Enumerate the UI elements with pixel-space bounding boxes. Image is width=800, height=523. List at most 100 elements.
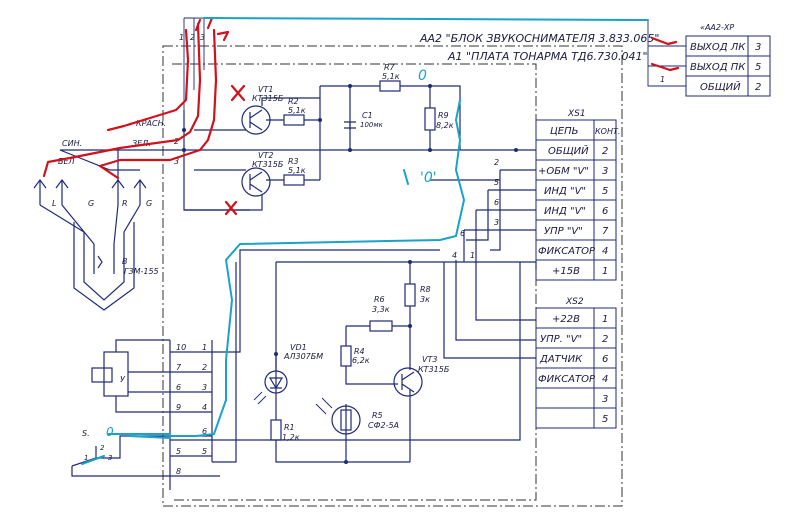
xs1-header-name: ЦЕПЬ [550, 126, 578, 137]
tap-4: 4 [452, 251, 457, 260]
switch-num-3: 3 [108, 454, 112, 462]
r4-val: 6,2к [352, 356, 370, 365]
rnum-4: 4 [202, 403, 207, 412]
xs1-row-3-pin: 5 [602, 186, 608, 197]
xs2-row-1-name: +22В [552, 314, 580, 325]
vd1-val: АЛ307БМ [283, 352, 323, 361]
r9-val: 8,2к [436, 121, 454, 130]
r3-body [283, 174, 305, 186]
lnum-7: 7 [176, 363, 182, 372]
vt1-ref: VT1 [258, 85, 273, 94]
xs1-row-4-pin: 6 [602, 206, 608, 217]
hand-o1: 0 [418, 68, 427, 84]
aa2-block-border [162, 45, 623, 507]
lnum-9: 9 [176, 403, 181, 412]
r9-ref: R9 [438, 111, 449, 120]
r8-ref: R8 [420, 285, 431, 294]
xs1-row-6-name: ФИКСАТОР [538, 246, 596, 257]
transistor-vt1 [241, 105, 271, 135]
top-num-3: 3 [200, 33, 205, 42]
xs1-title: XS1 [567, 109, 586, 119]
xp-row-1-name: ВЫХОД ЛК [690, 42, 746, 53]
left-terminal-block: 10 7 6 9 5 8 1 2 3 4 6 5 У S. 2 1 3 [71, 249, 440, 490]
xs2-row-4-pin: 4 [602, 374, 608, 385]
xs1-row-2-pin: 3 [602, 166, 608, 177]
r8-val: 3к [420, 295, 430, 304]
connector-xs2: XS2 +22В 1 УПР. "V" 2 ДАТЧИК 6 ФИКСАТОР … [535, 297, 617, 429]
rnum-3: 3 [202, 383, 207, 392]
b-ref: В [122, 257, 128, 266]
vt3-ref: VT3 [422, 355, 437, 364]
switch-num-1: 1 [84, 454, 88, 462]
r6-val: 3,3к [372, 305, 390, 314]
wire-green: ЗЕЛ. [132, 139, 151, 148]
hand-o2: '0' [420, 170, 437, 186]
top-num-2: 2 [190, 33, 195, 42]
xp-row-3-pin: 2 [755, 82, 761, 93]
r3-ref: R3 [288, 157, 299, 166]
xs2-title: XS2 [565, 297, 584, 307]
rnum-1: 1 [202, 343, 207, 352]
r6-ref: R6 [374, 295, 385, 304]
xp-row-3-name: ОБЩИЙ [700, 80, 741, 93]
relay-label: У [120, 375, 126, 384]
xs1-node-2: 2 [494, 158, 499, 167]
r2-ref: R2 [288, 97, 299, 106]
xs1-row-4-name: ИНД "V" [544, 206, 586, 217]
r4-body [340, 345, 352, 367]
r3-val: 5,1к [288, 166, 306, 175]
r8-body [404, 283, 416, 307]
rnum-5: 5 [202, 447, 207, 456]
pin-g1: G [88, 199, 94, 208]
a1-block-border [172, 63, 537, 501]
xs1-header-pin: КОНТ. [595, 127, 620, 136]
rnum-2: 2 [202, 363, 207, 372]
xs1-row-3-name: ИНД "V" [544, 186, 586, 197]
transistor-vt3 [393, 367, 423, 397]
xs2-row-1-pin: 1 [602, 314, 608, 325]
lnum-10: 10 [176, 343, 186, 352]
aa2-title: АА2 "БЛОК ЗВУКОСНИМАТЕЛЯ 3.833.065" [419, 32, 659, 45]
wire-red: КРАСН. [136, 119, 166, 128]
xs2-row-4-name: ФИКСАТОР [538, 374, 596, 385]
vd1-ref: VD1 [290, 343, 307, 352]
xs1-row-5-name: УПР "V" [544, 226, 583, 237]
node-3: 3 [174, 157, 179, 166]
r1-ref: R1 [284, 423, 295, 432]
a1-title: А1 "ПЛАТА ТОНАРМА ТД6.730.041" [447, 50, 648, 63]
xs2-row-3-name: ДАТЧИК [539, 354, 583, 365]
vt2-ref: VT2 [258, 151, 273, 160]
xs2-row-2-pin: 2 [602, 334, 608, 345]
tap-6: 6 [460, 229, 465, 238]
wiring [60, 85, 537, 463]
xs1-node-3: 3 [494, 218, 499, 227]
resistors [270, 80, 436, 441]
r2-body [283, 114, 305, 126]
top-num-1: 1 [179, 33, 184, 42]
r7-body [379, 80, 401, 92]
c1-val: 100мк [360, 121, 384, 129]
r4-ref: R4 [354, 347, 365, 356]
xs1-row-1-name: ОБЩИЙ [548, 144, 589, 157]
vt3-type: КТ315Б [418, 365, 450, 374]
r5-ref: R5 [372, 411, 383, 420]
connector-xs1: XS1 ЦЕПЬ КОНТ. ОБЩИЙ 2 +ОБМ "V" 3 ИНД "V… [535, 109, 620, 281]
cyan-annotations: 0 '0' 0 [81, 17, 649, 465]
red-annotations [42, 16, 680, 216]
xs1-row-5-pin: 7 [602, 226, 609, 237]
cartridge-block: КРАСН. СИН. БЕЛ ЗЕЛ. L G R G [33, 119, 166, 311]
transistor-vt2 [241, 167, 271, 197]
xs1-row-1-pin: 2 [602, 146, 608, 157]
pin-l: L [52, 199, 56, 208]
component-labels: VT1 КТ315Б VT2 КТ315Б R2 5,1к R3 5,1к R7… [122, 63, 454, 442]
b-val: ГЗМ-155 [124, 267, 159, 276]
xs1-row-2-name: +ОБМ "V" [538, 166, 589, 177]
xp-title: «АА2-ХР [700, 23, 734, 32]
r2-val: 5,1к [288, 106, 306, 115]
xs2-row-3-pin: 6 [602, 354, 608, 365]
xp-row-1-pin: 3 [755, 42, 761, 53]
xp-left-pin: 1 [660, 75, 665, 84]
xs1-node-5: 5 [494, 178, 499, 187]
connector-xp: «АА2-ХР ВЫХОД ЛК 3 ВЫХОД ПК 5 ОБЩИЙ 2 1 [647, 23, 771, 97]
